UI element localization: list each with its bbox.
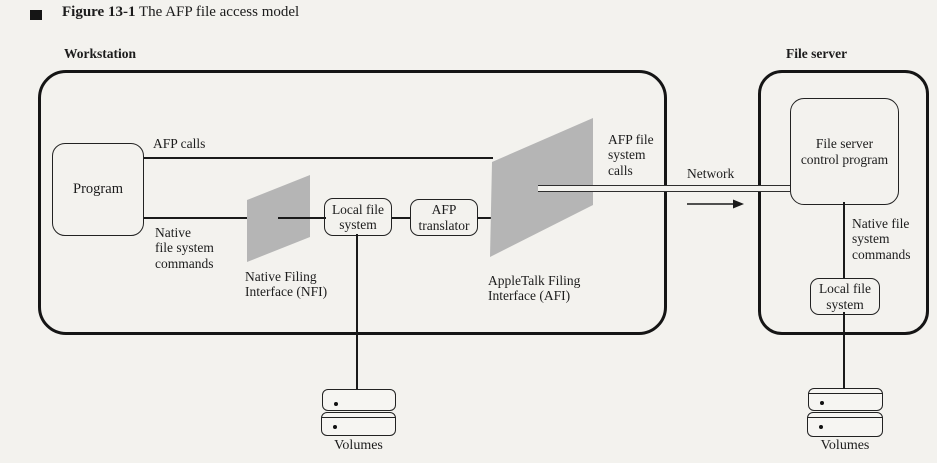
nfi-passthrough-line [278, 217, 326, 219]
figure-caption: Figure 13-1 The AFP file access model [62, 4, 299, 21]
disk-lid-line [808, 417, 882, 418]
disk-icon [321, 412, 396, 436]
figure-title: The AFP file access model [138, 4, 300, 20]
afp-calls-line [142, 157, 493, 159]
afi-label: AppleTalk Filing Interface (AFI) [488, 273, 581, 304]
network-direction-arrow-icon [687, 199, 744, 209]
server-local-file-system-box: Local file system [810, 278, 880, 315]
disk-lid-line [322, 417, 395, 418]
workstation-volumes-line [356, 234, 358, 389]
disk-dot-icon [820, 401, 824, 405]
native-commands-label: Native file system commands [155, 225, 214, 271]
figure-label: Figure 13-1 [62, 4, 136, 20]
disk-icon [807, 412, 883, 437]
network-connection-line [538, 185, 790, 192]
workstation-label: Workstation [64, 46, 137, 61]
server-local-file-system-label: Local file system [818, 281, 872, 312]
disk-lid-line [809, 393, 882, 394]
disk-dot-icon [333, 425, 337, 429]
file-server-control-program-box: File server control program [790, 98, 899, 205]
native-filing-interface-shape [247, 175, 310, 262]
server-native-commands-line [843, 202, 845, 278]
program-box: Program [52, 143, 144, 236]
afp-translator-box: AFP translator [410, 199, 478, 236]
afp-calls-label: AFP calls [153, 136, 206, 151]
nfi-label: Native Filing Interface (NFI) [245, 269, 328, 300]
workstation-container [38, 70, 667, 335]
disk-icon [808, 388, 883, 411]
figure-bullet-icon [30, 10, 42, 20]
local-file-system-label: Local file system [331, 201, 385, 232]
server-volumes-label: Volumes [820, 438, 870, 453]
file-server-control-program-label: File server control program [800, 136, 889, 167]
server-native-commands-label: Native file system commands [852, 216, 911, 262]
disk-dot-icon [819, 425, 823, 429]
workstation-volumes-label: Volumes [334, 438, 383, 453]
server-volumes-line [843, 312, 845, 389]
disk-dot-icon [334, 402, 338, 406]
afp-translator-label: AFP translator [418, 202, 470, 233]
program-box-label: Program [73, 180, 123, 197]
network-label: Network [687, 166, 735, 181]
file-server-label: File server [786, 46, 848, 61]
afp-file-system-calls-label: AFP file system calls [608, 132, 654, 178]
local-file-system-box: Local file system [324, 198, 392, 236]
disk-icon [322, 389, 396, 411]
